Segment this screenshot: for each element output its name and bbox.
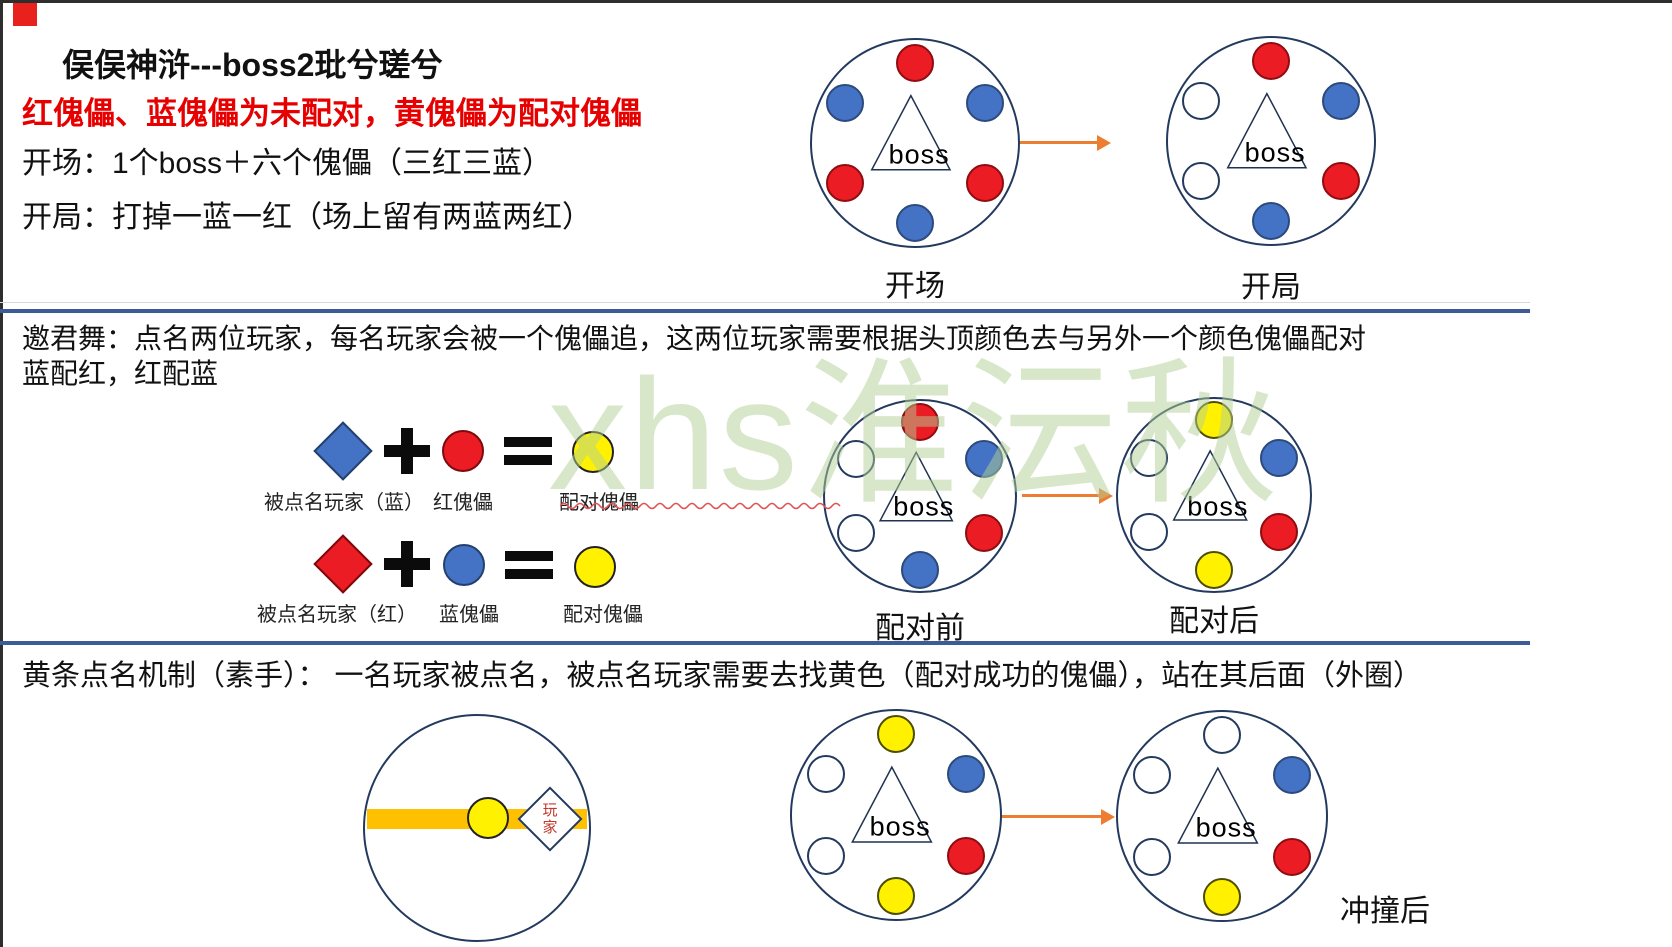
ring-kaiju: boss <box>1166 36 1376 246</box>
ring-label-kaichang: 开场 <box>885 270 945 303</box>
puppet-dot <box>947 755 986 794</box>
puppet-dot <box>1203 715 1241 754</box>
puppet-dot <box>1252 202 1290 241</box>
boss-label: boss <box>893 491 955 522</box>
puppet-dot <box>965 83 1004 122</box>
section-divider-2 <box>0 641 1530 645</box>
boss-triangle <box>1168 38 1374 244</box>
paired-puppet-circle <box>574 546 616 588</box>
boss-label: boss <box>1244 137 1306 168</box>
named-player-diamond <box>313 534 373 594</box>
puppet-dot <box>1182 162 1221 201</box>
puppet-dot <box>947 836 986 875</box>
eq1-left-label: 被点名玩家（蓝） <box>264 492 424 514</box>
puppet-dot <box>1273 756 1312 795</box>
thin-grey-rule <box>0 302 1530 303</box>
ring-before-pair: boss <box>823 399 1017 593</box>
puppet-dot <box>901 551 939 590</box>
puppet-dot <box>826 83 865 122</box>
boss-triangle <box>812 40 1018 246</box>
ring-yellow-beam: 玩 家 <box>363 714 591 942</box>
puppet-dot <box>1259 513 1298 552</box>
puppet-dot <box>1259 438 1298 477</box>
eq2-left-label: 被点名玩家（红） <box>257 604 417 626</box>
puppet-dot <box>1130 513 1169 552</box>
eq2-mid-label: 蓝傀儡 <box>439 604 499 626</box>
boss-label: boss <box>888 139 950 170</box>
corner-marker <box>13 3 37 26</box>
ring-kaichang: boss <box>810 38 1020 248</box>
puppet-circle <box>442 430 484 472</box>
puppet-dot <box>1132 837 1171 876</box>
mechanic1-line-1: 邀君舞：点名两位玩家，每名玩家会被一个傀儡追，这两位玩家需要根据头顶颜色去与另外… <box>22 323 1367 354</box>
plus-icon <box>384 428 430 474</box>
ring-before-crash: boss <box>790 709 1002 921</box>
ring-label-after-pair: 配对后 <box>1169 605 1259 638</box>
puppet-dot <box>1132 756 1171 795</box>
plus-icon <box>384 541 430 587</box>
flow-arrow <box>1002 808 1115 825</box>
boss-triangle <box>1118 399 1310 591</box>
ring-label-after-crash: 冲撞后 <box>1340 895 1430 928</box>
puppet-dot <box>1252 41 1290 80</box>
puppet-dot <box>1182 81 1221 120</box>
puppet-dot <box>877 877 915 916</box>
player-diamond-label: 玩 家 <box>542 801 558 836</box>
puppet-dot <box>965 514 1004 553</box>
mechanic1-line-2: 蓝配红，红配蓝 <box>22 358 219 389</box>
ring-label-kaiju: 开局 <box>1241 271 1301 304</box>
named-player-diamond: 玩 家 <box>517 786 583 852</box>
puppet-dot <box>1203 878 1241 917</box>
boss-triangle <box>825 401 1015 591</box>
puppet-dot <box>965 439 1004 478</box>
frame-left-border <box>0 0 3 947</box>
boss-triangle <box>792 711 1000 919</box>
boss-label: boss <box>869 811 931 842</box>
eq1-mid-label: 红傀儡 <box>433 492 493 514</box>
red-squiggle-underline <box>560 502 841 510</box>
boss-label: boss <box>1195 812 1257 843</box>
red-note-text: 红傀儡、蓝傀儡为未配对，黄傀儡为配对傀儡 <box>22 96 642 131</box>
puppet-dot <box>1195 401 1233 440</box>
puppet-dot <box>836 514 875 553</box>
puppet-dot <box>896 43 934 82</box>
puppet-dot <box>896 204 934 243</box>
frame-top-border <box>0 0 1672 3</box>
puppet-dot <box>877 714 915 753</box>
puppet-dot <box>1273 837 1312 876</box>
puppet-dot <box>806 836 845 875</box>
boss-label: boss <box>1187 491 1249 522</box>
opening-line-1: 开场：1个boss＋六个傀儡（三红三蓝） <box>22 147 553 180</box>
eq2-result-label: 配对傀儡 <box>563 604 643 626</box>
puppet-dot <box>965 164 1004 203</box>
section-divider-1 <box>0 309 1530 313</box>
boss-triangle <box>1118 712 1326 920</box>
puppet-dot <box>901 402 939 441</box>
puppet-circle <box>443 544 485 586</box>
ring-after-crash: boss <box>1116 710 1328 922</box>
opening-line-2: 开局：打掉一蓝一红（场上留有两蓝两红） <box>22 201 592 234</box>
paired-puppet-dot <box>467 797 509 839</box>
puppet-dot <box>1321 81 1360 120</box>
ring-after-pair: boss <box>1116 397 1312 593</box>
ring-label-before-pair: 配对前 <box>875 612 965 645</box>
paired-puppet-circle <box>572 431 614 473</box>
puppet-dot <box>1195 550 1233 589</box>
named-player-diamond <box>313 421 373 481</box>
page-title: 俣俣神浒---boss2玭兮瑳兮 <box>62 47 443 83</box>
puppet-dot <box>806 755 845 794</box>
equals-icon <box>504 437 552 465</box>
puppet-dot <box>1130 438 1169 477</box>
puppet-dot <box>826 164 865 203</box>
equals-icon <box>505 551 553 579</box>
puppet-dot <box>836 439 875 478</box>
flow-arrow <box>1022 487 1113 504</box>
mechanic2-line-1: 黄条点名机制（素手）： 一名玩家被点名，被点名玩家需要去找黄色（配对成功的傀儡）… <box>22 660 1423 692</box>
puppet-dot <box>1321 162 1360 201</box>
flow-arrow <box>1020 134 1111 151</box>
